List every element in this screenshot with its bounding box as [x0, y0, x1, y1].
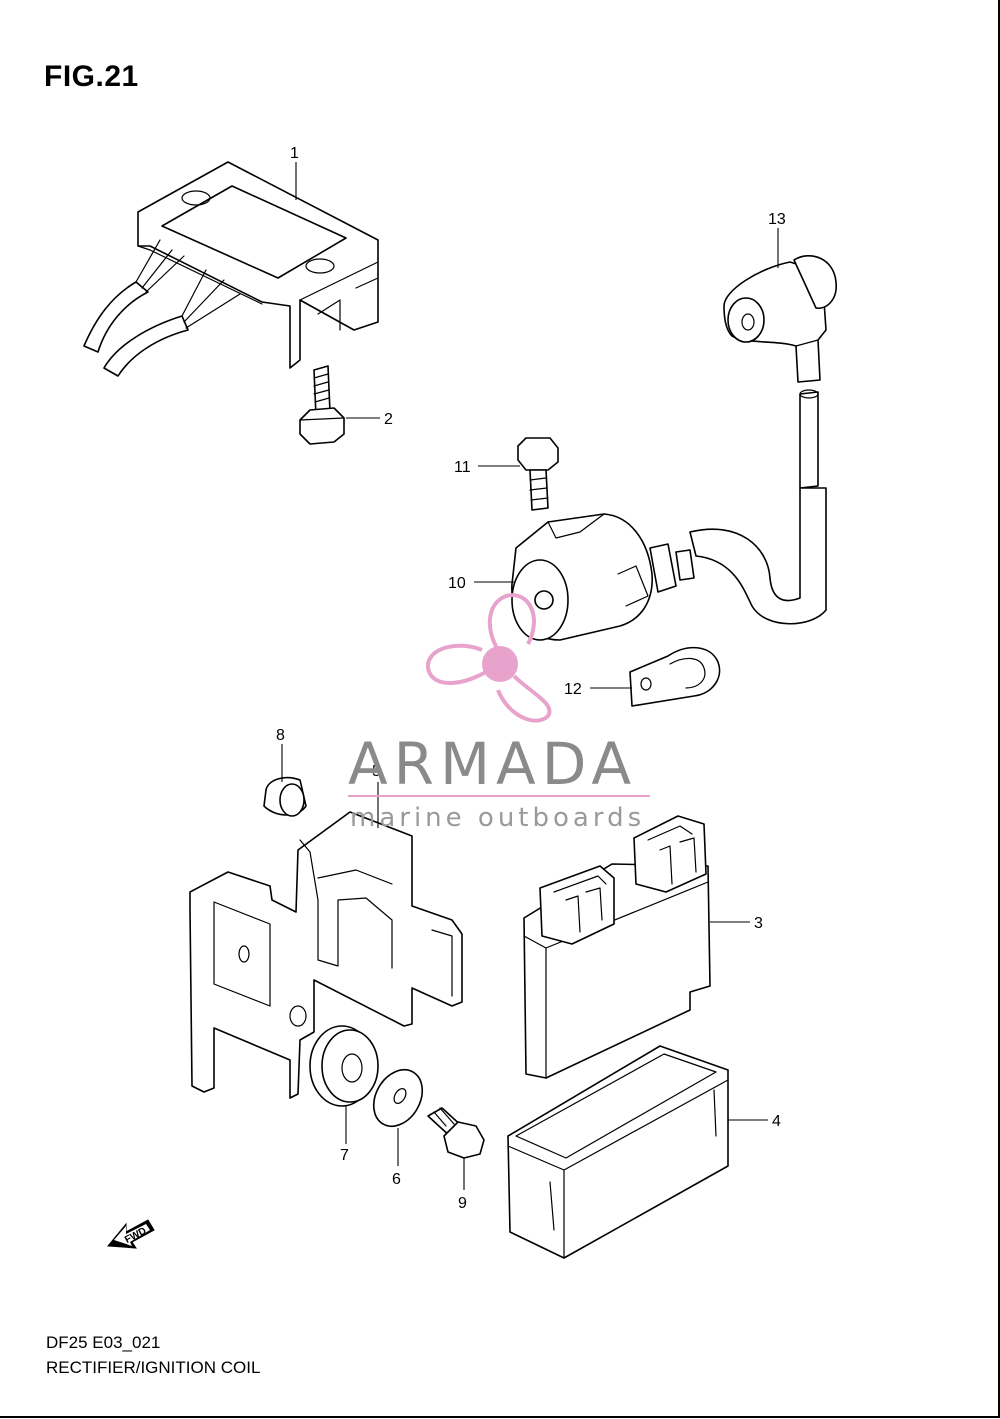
watermark: ARMADA marine outboards — [348, 593, 650, 833]
callout-5: 5 — [372, 763, 381, 780]
callout-8: 8 — [276, 727, 285, 744]
grommet-part-7[interactable] — [309, 1025, 379, 1107]
fwd-label: FWD — [123, 1226, 148, 1246]
bolt-part-2[interactable] — [299, 365, 345, 445]
watermark-tagline: marine outboards — [350, 803, 645, 833]
callout-11: 11 — [454, 459, 471, 476]
figure-title: FIG.21 — [44, 60, 139, 93]
callout-7: 7 — [340, 1147, 349, 1164]
callout-10: 10 — [448, 575, 466, 592]
callout-2: 2 — [384, 411, 393, 428]
bracket-part[interactable] — [189, 811, 463, 1099]
cdi-case-part[interactable] — [507, 1045, 729, 1259]
washer-part[interactable] — [364, 1061, 432, 1135]
leader-lines — [281, 162, 779, 1190]
ignition-coil-part[interactable] — [511, 487, 827, 641]
figure-caption: RECTIFIER/IGNITION COIL — [46, 1358, 261, 1377]
callout-labels: 1 2 3 4 5 6 7 8 9 10 11 12 13 — [276, 145, 786, 1212]
callout-9: 9 — [458, 1195, 467, 1212]
model-code: DF25 E03_021 — [46, 1333, 161, 1352]
bolt-part-11[interactable] — [517, 437, 559, 511]
cable-clamp-part[interactable] — [629, 646, 721, 707]
callout-4: 4 — [772, 1113, 781, 1130]
fwd-arrow-icon: FWD — [107, 1219, 155, 1249]
bolt-part-9[interactable] — [427, 1107, 485, 1159]
rectifier-part[interactable] — [83, 161, 379, 377]
callout-3: 3 — [754, 915, 763, 932]
cdi-unit-part[interactable] — [523, 815, 711, 1079]
watermark-name: ARMADA — [348, 730, 637, 798]
callout-6: 6 — [392, 1171, 401, 1188]
propeller-logo-icon — [426, 593, 552, 723]
callout-1: 1 — [290, 145, 299, 162]
callout-13: 13 — [768, 211, 786, 228]
spark-plug-cap-part[interactable] — [723, 255, 837, 489]
grommet-cap-part-8[interactable] — [263, 776, 307, 817]
callout-12: 12 — [564, 681, 582, 698]
